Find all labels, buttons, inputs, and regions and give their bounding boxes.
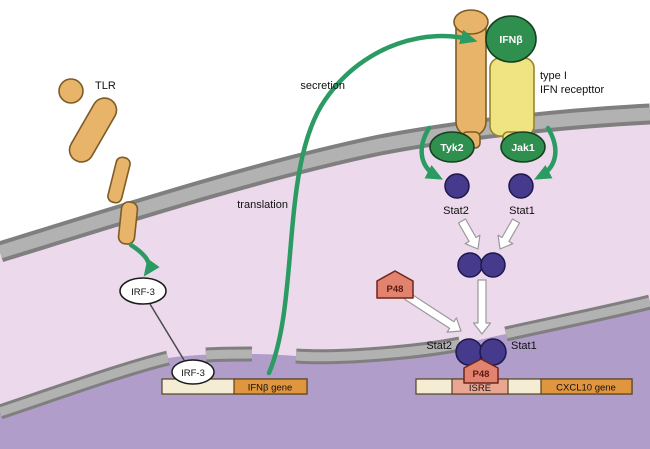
translation-label: translation: [237, 199, 288, 211]
tyk2-kinase: [429, 131, 475, 163]
tlr-label: TLR: [95, 80, 116, 92]
tlr-head: [58, 78, 84, 104]
stat-dimer-left: [457, 252, 483, 278]
stat1-monomer: [508, 173, 534, 199]
jak1-to-stat1-arrow: [533, 125, 558, 180]
receptor-chain-yellow: [489, 57, 535, 137]
tlr-ectodomain: [68, 97, 118, 163]
tlr-to-irf3-arrow: [128, 242, 160, 277]
ifnb-gene-label: IFNβ gene: [248, 383, 293, 394]
irf3-cytoplasm: [119, 277, 167, 305]
receptor-label-line1: type I: [540, 70, 567, 82]
stat-dimer-right: [480, 252, 506, 278]
stat1-upper-label: Stat1: [509, 205, 535, 217]
nucleus-region: [0, 302, 650, 449]
tlr-receptor: [58, 78, 139, 245]
jak1-label: Jak1: [511, 142, 535, 154]
jak1-kinase: [500, 131, 546, 163]
secretion-label: secretion: [300, 80, 345, 92]
translation-secretion-arrow: [266, 29, 478, 376]
stat2-upper-label: Stat2: [443, 205, 469, 217]
ifnb-label: IFNβ: [499, 34, 523, 46]
white-arrow: [497, 218, 521, 250]
ifnb-gene-box: [233, 378, 308, 395]
tyk2-to-stat2-arrow: [419, 125, 444, 180]
cxcl10-gene-label: CXCL10 gene: [556, 383, 616, 394]
p48-nuclear: [463, 358, 499, 384]
ifnb-ligand: [485, 15, 537, 63]
stat2-lower-label: Stat2: [426, 340, 452, 352]
nuclear-membrane-segment: [206, 354, 252, 355]
p48-cytoplasm: [376, 270, 414, 299]
receptor-label-line2: IFN recepttor: [540, 84, 605, 96]
cxcl10-gene-box: [540, 378, 633, 395]
white-arrows: [404, 218, 521, 335]
irf3-translocation-line: [149, 303, 185, 361]
irf3-cytoplasm-label: IRF-3: [131, 287, 155, 298]
p48-nuclear-label: P48: [473, 369, 490, 380]
tyk2-label: Tyk2: [440, 142, 463, 154]
white-arrow: [457, 218, 481, 250]
isre-label: ISRE: [469, 383, 491, 394]
receptor-chain-tan-cap: [453, 9, 489, 35]
stat2-monomer: [444, 173, 470, 199]
stat1-lower-label: Stat1: [511, 340, 537, 352]
irf3-nucleus-label: IRF-3: [181, 368, 205, 379]
white-arrow: [472, 279, 492, 335]
white-arrow: [404, 292, 462, 333]
tlr-cytoplasmic-tail: [117, 201, 139, 245]
irf3-nucleus: [171, 359, 215, 385]
p48-cytoplasm-label: P48: [387, 284, 404, 295]
tlr-stalk: [107, 156, 131, 204]
